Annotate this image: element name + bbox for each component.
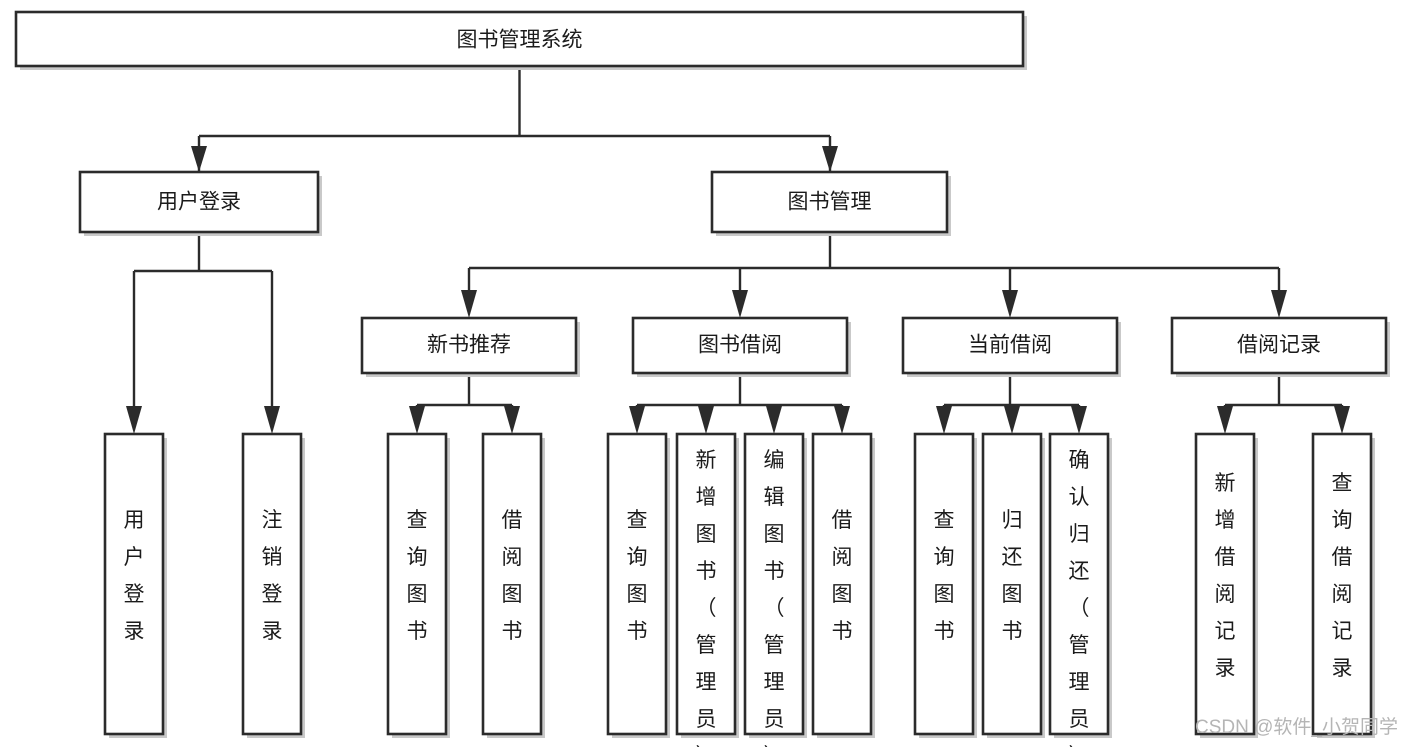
- node-leaf-logout-label: 注销登录: [262, 509, 283, 643]
- csdn-watermark: CSDN @软件_小贺同学: [1195, 716, 1398, 738]
- node-leaf-query-record[interactable]: 查询借阅记录: [1311, 432, 1375, 738]
- node-leaf-borrow-book-label: 借阅图书: [832, 509, 853, 643]
- node-new-book-rec-box[interactable]: [360, 316, 578, 375]
- node-leaf-edit-book-box[interactable]: [743, 432, 805, 736]
- node-borrow-record-label: 借阅记录: [1237, 334, 1321, 357]
- node-root-box[interactable]: [14, 10, 1025, 68]
- node-layer: 图书管理系统 用户登录 图书管理 新书推荐: [14, 10, 1390, 747]
- node-root-label: 图书管理系统: [457, 29, 583, 52]
- node-leaf-query-book-rec-box[interactable]: [386, 432, 448, 736]
- node-leaf-query-book-rec[interactable]: 查询图书: [386, 432, 450, 738]
- arrowhead-book-manage: [822, 146, 838, 172]
- node-leaf-query-book-borrow-box[interactable]: [606, 432, 668, 736]
- arrowhead-leaf-query-record: [1334, 406, 1350, 434]
- node-leaf-borrow-book-rec[interactable]: 借阅图书: [481, 432, 545, 738]
- arrowhead-leaf-add-book: [698, 406, 714, 434]
- connector-layer: [126, 66, 1350, 434]
- node-leaf-edit-book[interactable]: 编辑图书（管理员）: [743, 432, 807, 747]
- arrowhead-leaf-borrow-book-rec: [504, 406, 520, 434]
- node-leaf-user-login[interactable]: 用户登录: [103, 432, 167, 738]
- node-leaf-return-book[interactable]: 归还图书: [981, 432, 1045, 738]
- node-current-borrow-label: 当前借阅: [968, 334, 1052, 357]
- arrowhead-leaf-query-book-cur: [936, 406, 952, 434]
- node-leaf-query-record-box[interactable]: [1311, 432, 1373, 736]
- connector-userlogin-bus: [132, 232, 274, 418]
- node-leaf-return-book-box[interactable]: [981, 432, 1043, 736]
- node-leaf-add-book[interactable]: 新增图书（管理员）: [675, 432, 739, 747]
- node-leaf-add-book-box[interactable]: [675, 432, 737, 736]
- connector-root-to-level2: [197, 66, 832, 188]
- arrowhead-leaf-edit-book: [766, 406, 782, 434]
- node-book-manage-box[interactable]: [710, 170, 949, 234]
- node-borrow-record[interactable]: 借阅记录: [1170, 316, 1390, 377]
- node-new-book-rec[interactable]: 新书推荐: [360, 316, 580, 377]
- node-leaf-query-record-label: 查询借阅记录: [1332, 472, 1353, 680]
- connector-bookborrow-bus: [635, 373, 844, 418]
- node-book-manage[interactable]: 图书管理: [710, 170, 951, 236]
- node-user-login-box[interactable]: [78, 170, 320, 234]
- node-book-borrow-label: 图书借阅: [698, 334, 782, 357]
- node-leaf-add-record-box[interactable]: [1194, 432, 1256, 736]
- node-leaf-query-book-borrow[interactable]: 查询图书: [606, 432, 670, 738]
- node-current-borrow-box[interactable]: [901, 316, 1119, 375]
- arrowhead-book-borrow: [732, 290, 748, 318]
- node-leaf-confirm-return[interactable]: 确认归还（管理员）: [1048, 432, 1112, 747]
- arrowhead-leaf-logout: [264, 406, 280, 434]
- arrowhead-leaf-user-login: [126, 406, 142, 434]
- arrowhead-leaf-query-book-borrow: [629, 406, 645, 434]
- node-leaf-confirm-return-label: 确认归还（管理员）: [1069, 449, 1090, 747]
- arrowhead-current-borrow: [1002, 290, 1018, 318]
- node-leaf-logout-box[interactable]: [241, 432, 303, 736]
- node-current-borrow[interactable]: 当前借阅: [901, 316, 1121, 377]
- node-leaf-borrow-book-rec-box[interactable]: [481, 432, 543, 736]
- connector-borrowrecord-bus: [1223, 373, 1344, 418]
- arrowhead-borrow-record: [1271, 290, 1287, 318]
- arrowhead-leaf-query-book-rec: [409, 406, 425, 434]
- node-leaf-user-login-box[interactable]: [103, 432, 165, 736]
- node-book-borrow-box[interactable]: [631, 316, 849, 375]
- node-book-manage-label: 图书管理: [788, 191, 872, 214]
- arrowhead-leaf-add-record: [1217, 406, 1233, 434]
- node-leaf-logout[interactable]: 注销登录: [241, 432, 305, 738]
- leaf-node-layer: 用户登录 注销登录 查询图书 借阅图书 查询图书 新增图书（管理员） 编辑图书（管理员） 借阅…: [103, 432, 1375, 747]
- arrowhead-leaf-borrow-book: [834, 406, 850, 434]
- node-leaf-query-book-cur-label: 查询图书: [934, 509, 955, 643]
- node-leaf-borrow-book[interactable]: 借阅图书: [811, 432, 875, 738]
- node-root[interactable]: 图书管理系统: [14, 10, 1027, 70]
- node-leaf-query-book-rec-label: 查询图书: [407, 509, 428, 643]
- node-leaf-add-book-label: 新增图书（管理员）: [696, 449, 717, 747]
- node-user-login[interactable]: 用户登录: [78, 170, 322, 236]
- arrowhead-new-book-rec: [461, 290, 477, 318]
- node-leaf-return-book-label: 归还图书: [1002, 509, 1023, 643]
- connector-newbookrec-bus: [415, 373, 514, 418]
- node-borrow-record-box[interactable]: [1170, 316, 1388, 375]
- node-new-book-rec-label: 新书推荐: [427, 334, 511, 357]
- node-leaf-borrow-book-box[interactable]: [811, 432, 873, 736]
- arrowhead-leaf-confirm-return: [1071, 406, 1087, 434]
- node-book-borrow[interactable]: 图书借阅: [631, 316, 851, 377]
- node-leaf-query-book-cur[interactable]: 查询图书: [913, 432, 977, 738]
- node-leaf-user-login-label: 用户登录: [124, 509, 145, 643]
- node-user-login-label: 用户登录: [157, 191, 241, 214]
- node-leaf-confirm-return-box[interactable]: [1048, 432, 1110, 736]
- node-leaf-borrow-book-rec-label: 借阅图书: [502, 509, 523, 643]
- node-leaf-add-record[interactable]: 新增借阅记录: [1194, 432, 1258, 738]
- arrowhead-leaf-return-book: [1004, 406, 1020, 434]
- arrowhead-user-login: [191, 146, 207, 172]
- node-leaf-query-book-cur-box[interactable]: [913, 432, 975, 736]
- node-leaf-query-book-borrow-label: 查询图书: [627, 509, 648, 643]
- node-leaf-edit-book-label: 编辑图书（管理员）: [764, 449, 785, 747]
- connector-bookmanage-bus: [467, 232, 1281, 300]
- node-leaf-add-record-label: 新增借阅记录: [1215, 472, 1236, 680]
